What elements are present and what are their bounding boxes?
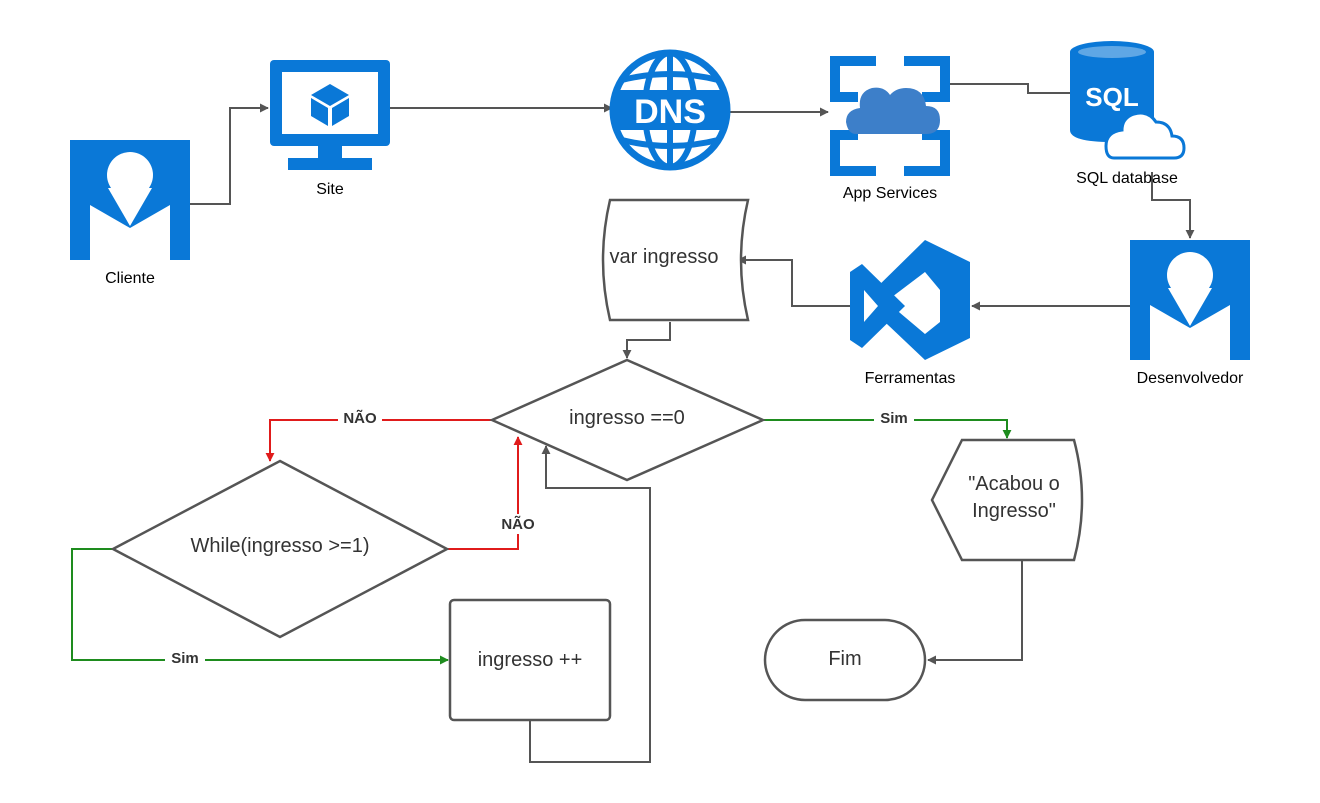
edge-label-nao-top: NÃO: [343, 409, 377, 427]
edge-var-decision: [622, 322, 671, 359]
var-ingresso-node: var ingresso: [601, 198, 750, 322]
flowchart: var ingresso ingresso ==0 While(ingresso…: [110, 198, 1084, 722]
edge-label-sim-left: Sim: [171, 650, 199, 667]
edge-label-sim-right: Sim: [880, 410, 908, 427]
edge-cliente-site: [190, 103, 269, 205]
process-increment: ingresso ++: [448, 598, 612, 722]
sql-database-label: SQL database: [1076, 170, 1178, 187]
edges: [71, 83, 1195, 763]
decision-ingresso-zero: ingresso ==0: [488, 358, 767, 482]
decision-ingresso-zero-text: ingresso ==0: [569, 407, 685, 429]
app-services-icon: [830, 56, 950, 176]
site-node: Site: [270, 60, 390, 198]
edge-while-nao: [447, 436, 523, 550]
edge-ferramentas-var: [737, 255, 850, 307]
decision-while-text: While(ingresso >=1): [191, 535, 370, 557]
site-label: Site: [316, 181, 344, 198]
dns-globe-icon: DNS: [609, 49, 731, 171]
edge-decision-sim: [763, 419, 1012, 439]
display-line2: Ingresso": [972, 500, 1056, 522]
edge-appservices-sql: [950, 83, 1083, 98]
cliente-node: Cliente: [70, 140, 190, 287]
display-acabou-node: "Acabou o Ingresso": [930, 438, 1084, 562]
var-ingresso-text: var ingresso: [610, 246, 719, 268]
sql-badge-text: SQL: [1085, 82, 1139, 112]
edge-label-nao-loop: NÃO: [501, 515, 535, 533]
visual-studio-icon: [850, 240, 970, 360]
desenvolvedor-node: Desenvolvedor: [1130, 240, 1250, 387]
decision-while: While(ingresso >=1): [110, 459, 450, 639]
user-icon: [1130, 240, 1250, 360]
end-node-text: Fim: [828, 648, 861, 670]
cliente-label: Cliente: [105, 270, 155, 287]
end-node: Fim: [763, 618, 927, 702]
monitor-icon: [270, 60, 390, 170]
edge-sql-desenvolvedor: [1151, 172, 1195, 239]
process-increment-text: ingresso ++: [478, 649, 583, 671]
dns-text: DNS: [634, 93, 706, 131]
desenvolvedor-label: Desenvolvedor: [1137, 370, 1244, 387]
ferramentas-node: Ferramentas: [850, 240, 970, 387]
sql-database-node: SQL SQL database: [1070, 41, 1186, 187]
edge-labels: NÃO NÃO Sim Sim: [165, 408, 914, 668]
edge-decision-nao: [265, 419, 492, 462]
edge-display-end: [927, 560, 1023, 665]
dns-node: DNS: [609, 49, 731, 171]
edge-while-sim: [71, 548, 449, 665]
display-line1: "Acabou o: [968, 473, 1060, 495]
app-services-label: App Services: [843, 185, 937, 202]
app-services-node: App Services: [830, 56, 950, 202]
user-icon: [70, 140, 190, 260]
sql-database-icon: SQL: [1070, 41, 1186, 160]
edge-increment-loop: [529, 445, 651, 763]
ferramentas-label: Ferramentas: [865, 370, 956, 387]
